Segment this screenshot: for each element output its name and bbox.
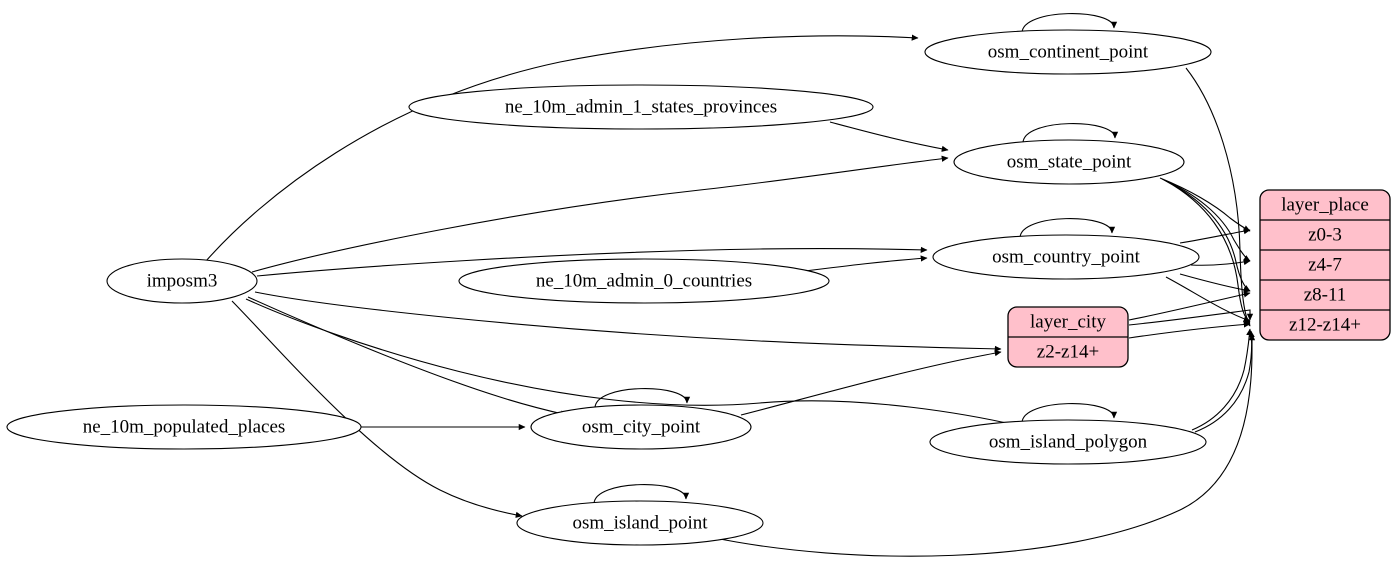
edge-imposm3-to-island-polygon — [245, 298, 1029, 430]
node-continent-label: osm_continent_point — [988, 41, 1149, 62]
edge-continent-self-loop — [1021, 13, 1118, 34]
edge-layer-city-to-layer-place-z12 — [1128, 309, 1254, 326]
node-layer-city-row-0: layer_city — [1030, 311, 1106, 332]
edge-city-self-loop — [594, 388, 691, 409]
node-ne-10m-populated-places[interactable]: ne_10m_populated_places — [6, 404, 362, 450]
node-osm-island-polygon[interactable]: osm_island_polygon — [929, 419, 1207, 465]
edge-state-self-loop — [1022, 123, 1119, 144]
edge-island-polygon-to-layer-place-z12 — [1191, 328, 1253, 431]
edge-state-to-layer-place-z8 — [1163, 179, 1251, 292]
node-island-point-label: osm_island_point — [572, 512, 708, 533]
edge-country-to-layer-place-z0 — [1179, 228, 1251, 244]
node-country-shape[interactable] — [932, 234, 1200, 280]
edge-state-to-layer-place-z4 — [1161, 178, 1251, 262]
node-ne-countries-label: ne_10m_admin_0_countries — [536, 270, 752, 291]
node-ne-states-label: ne_10m_admin_1_states_provinces — [505, 96, 777, 117]
node-layer: imposm3 ne_10m_admin_1_states_provinces … — [6, 29, 1212, 546]
edge-imposm3-to-city — [247, 296, 568, 417]
node-layer-city[interactable]: layer_city z2-z14+ — [1007, 306, 1129, 368]
node-layer-place-row-4: z12-z14+ — [1289, 314, 1361, 335]
edge-ne-states-to-state — [829, 121, 949, 152]
edge-island-polygon-self-loop — [1021, 403, 1118, 424]
node-island-polygon-shape[interactable] — [929, 419, 1207, 465]
edge-ne-countries-to-country — [804, 255, 928, 272]
edge-island-point-to-layer-place-z12 — [709, 333, 1256, 557]
edge-imposm3-to-continent — [205, 34, 919, 262]
edge-country-to-layer-place-z8 — [1179, 273, 1251, 293]
node-island-point-shape[interactable] — [516, 500, 764, 546]
node-osm-island-point[interactable]: osm_island_point — [516, 500, 764, 546]
node-osm-country-point[interactable]: osm_country_point — [932, 234, 1200, 280]
node-osm-city-point[interactable]: osm_city_point — [530, 404, 752, 450]
node-continent-shape[interactable] — [924, 29, 1212, 75]
node-osm-continent-point[interactable]: osm_continent_point — [924, 29, 1212, 75]
node-layer-place-box[interactable] — [1259, 189, 1391, 341]
edge-imposm3-to-state — [251, 155, 949, 273]
node-layer-place-row-1: z0-3 — [1308, 224, 1342, 245]
edge-imposm3-to-layer-city — [254, 291, 1002, 352]
node-ne-populated-shape[interactable] — [6, 404, 362, 450]
node-state-label: osm_state_point — [1007, 151, 1132, 172]
edge-layer — [205, 13, 1256, 557]
node-layer-place-row-2: z4-7 — [1308, 254, 1342, 275]
edge-island-polygon-to-layer-place-z12-b — [1194, 330, 1255, 433]
edge-imposm3-to-island-point — [231, 300, 523, 518]
edge-imposm3-to-country — [256, 246, 928, 277]
node-layer-place[interactable]: layer_place z0-3 z4-7 z8-11 z12-z14+ — [1259, 189, 1391, 341]
edge-country-to-layer-place-z4 — [1190, 258, 1251, 266]
edge-state-to-layer-place-z12 — [1165, 180, 1251, 323]
edge-country-to-layer-place-z12 — [1165, 276, 1251, 322]
node-ne-populated-label: ne_10m_populated_places — [83, 416, 286, 437]
node-layer-place-row-3: z8-11 — [1304, 284, 1347, 305]
node-ne-countries-shape[interactable] — [458, 258, 830, 304]
node-layer-city-row-1: z2-z14+ — [1037, 341, 1099, 362]
node-ne-10m-admin-1-states-provinces[interactable]: ne_10m_admin_1_states_provinces — [408, 84, 874, 130]
node-ne-states-shape[interactable] — [408, 84, 874, 130]
edge-layer-city-to-layer-place-z8 — [1128, 291, 1251, 321]
edge-layer-city-row-to-layer-place-z12 — [1128, 321, 1251, 339]
node-island-polygon-label: osm_island_polygon — [989, 431, 1148, 452]
edge-island-point-self-loop — [593, 484, 690, 505]
edge-continent-to-layer-place-z12 — [1185, 67, 1251, 327]
node-state-shape[interactable] — [953, 139, 1185, 185]
edge-country-self-loop — [1019, 218, 1116, 239]
node-imposm3-label: imposm3 — [147, 270, 218, 291]
node-osm-state-point[interactable]: osm_state_point — [953, 139, 1185, 185]
node-imposm3[interactable]: imposm3 — [106, 258, 258, 304]
node-city-shape[interactable] — [530, 404, 752, 450]
node-country-label: osm_country_point — [992, 246, 1140, 267]
node-city-label: osm_city_point — [582, 416, 701, 437]
edge-state-to-layer-place-z0 — [1159, 177, 1251, 232]
node-imposm3-shape[interactable] — [106, 258, 258, 304]
record-node-layer: layer_city z2-z14+ layer_place z0-3 z4-7… — [1007, 189, 1391, 368]
node-ne-10m-admin-0-countries[interactable]: ne_10m_admin_0_countries — [458, 258, 830, 304]
node-layer-place-row-0: layer_place — [1281, 194, 1369, 215]
edge-city-to-layer-city — [740, 350, 1002, 416]
